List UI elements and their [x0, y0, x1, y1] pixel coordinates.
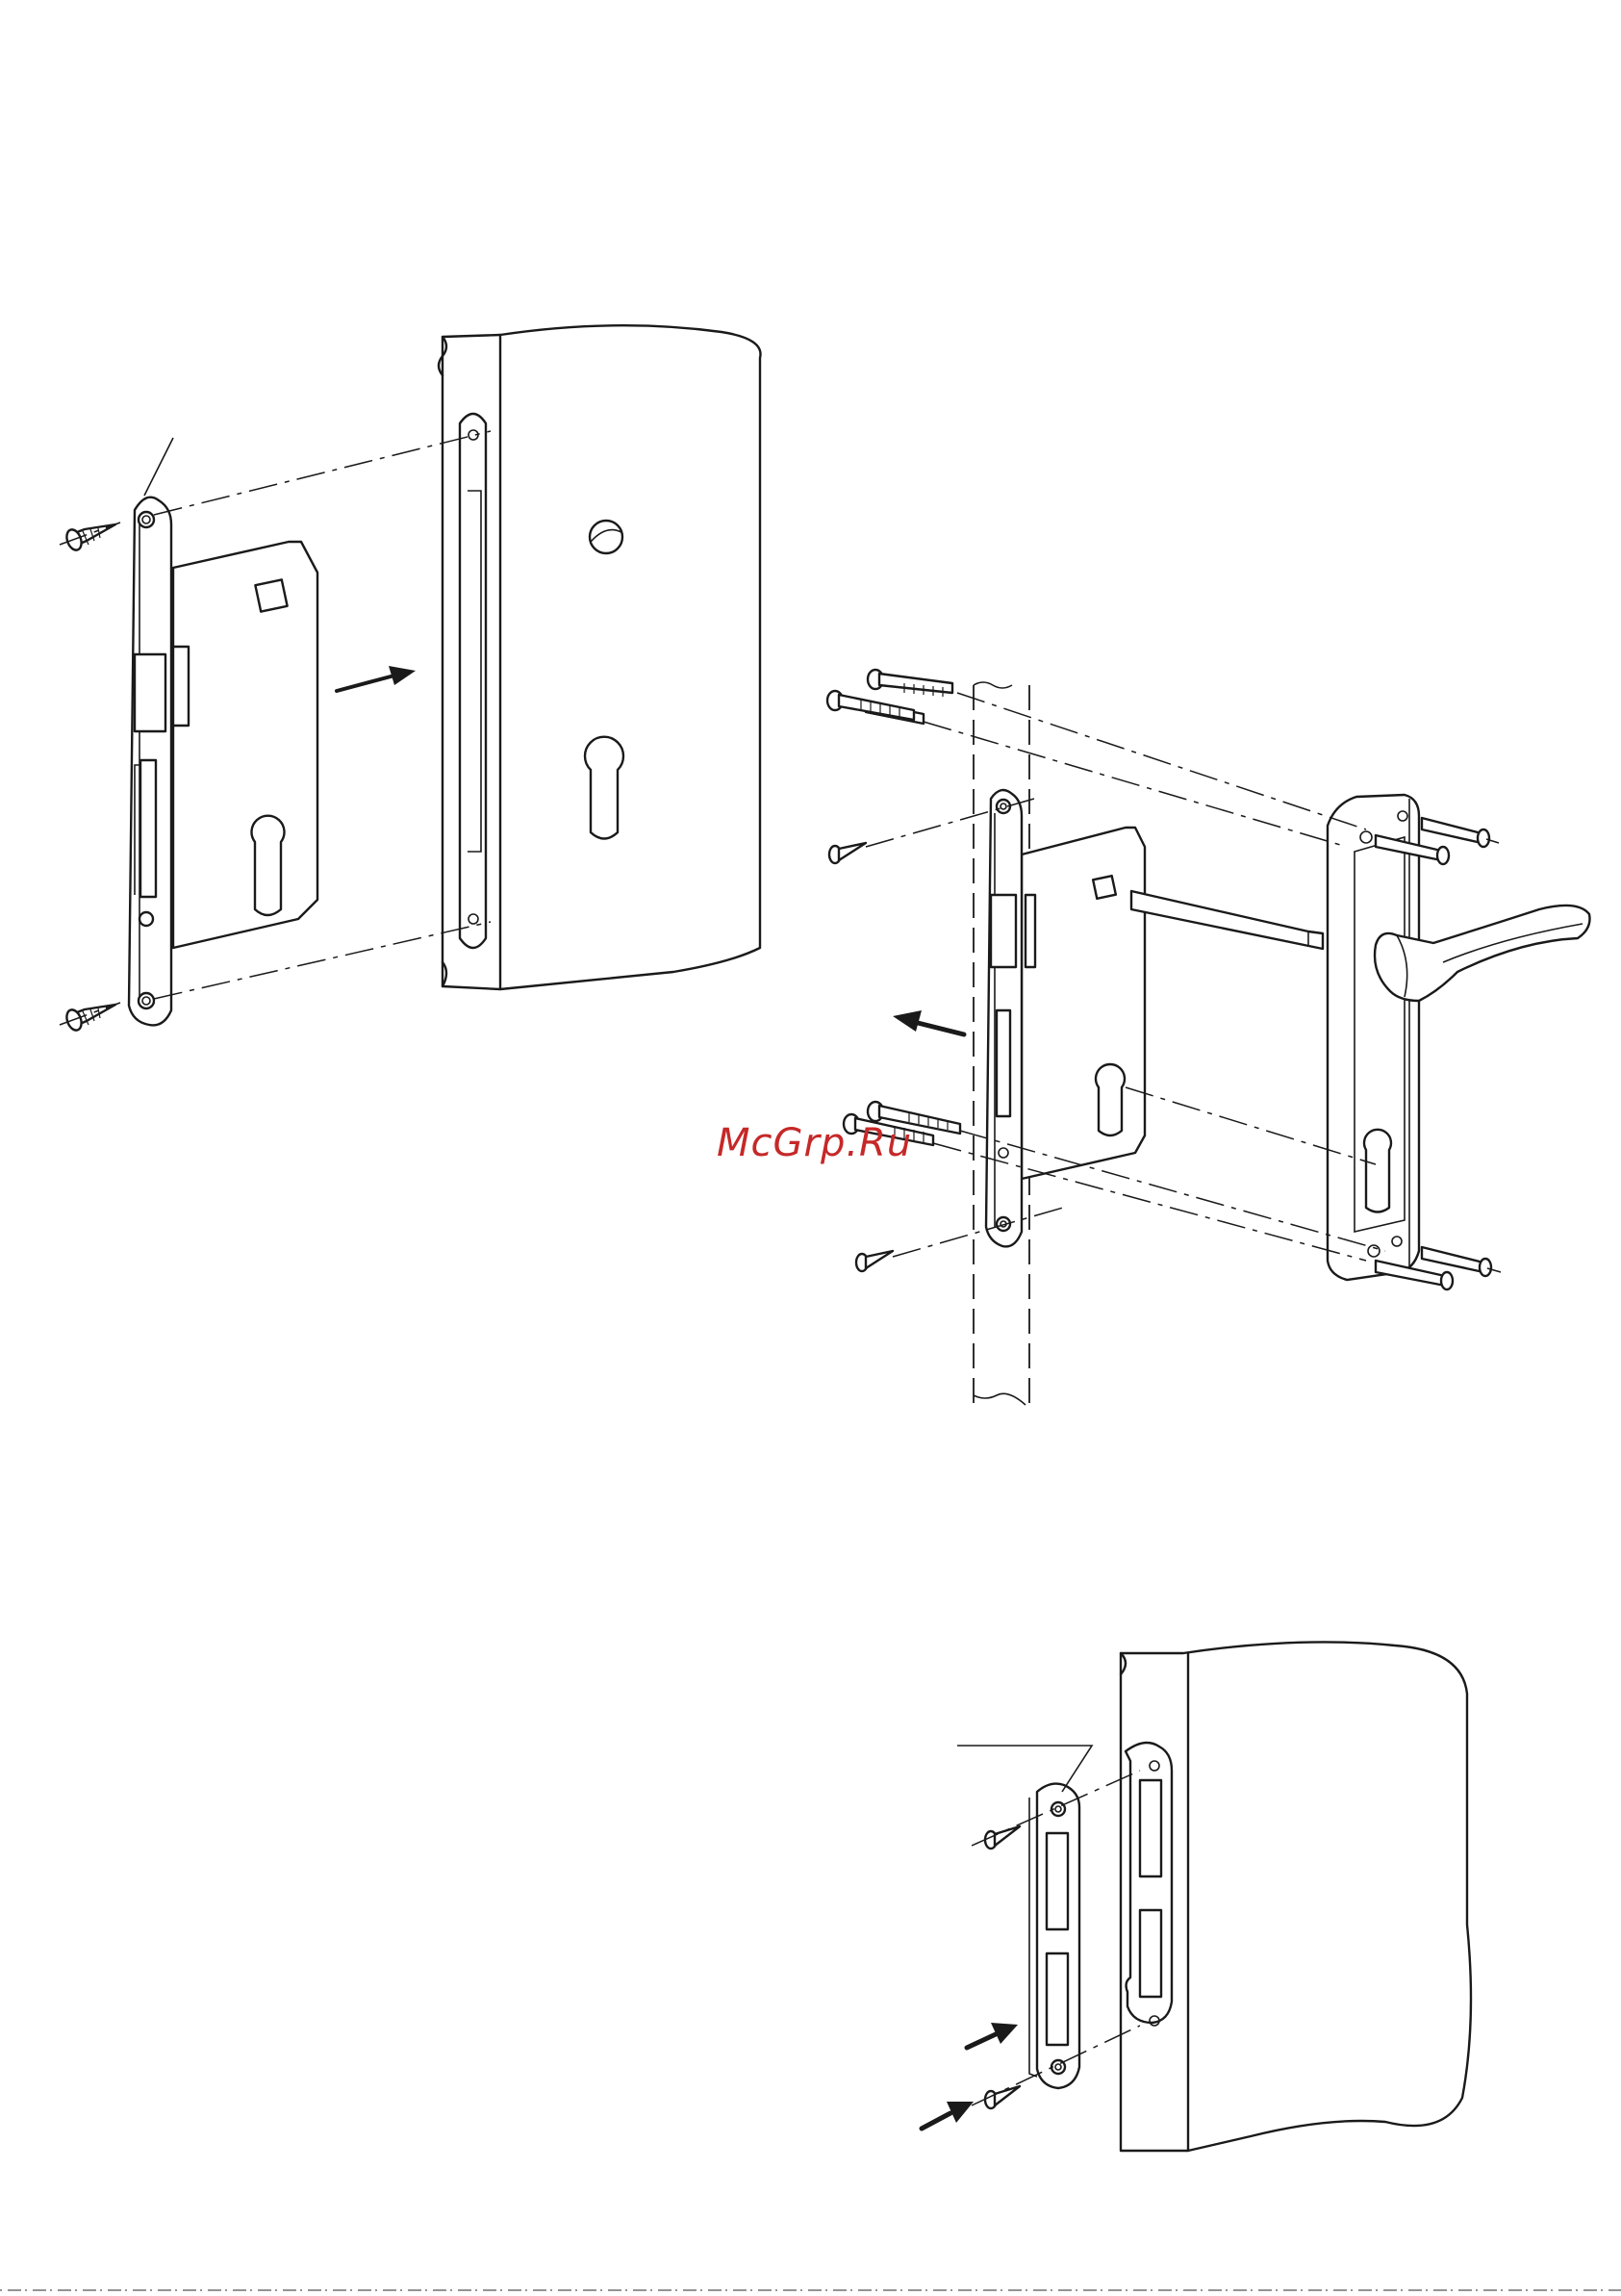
figure-handle-assembly [827, 670, 1590, 1407]
screw-icon [60, 523, 120, 552]
screw-icon [60, 1003, 120, 1033]
mortise-lock [986, 790, 1145, 1246]
screw-icon [856, 1251, 893, 1271]
arrow-icon [922, 2102, 974, 2129]
figure-lock-installation [60, 325, 761, 1033]
figure-strike-plate [922, 1642, 1471, 2151]
handle-plate [1328, 795, 1419, 1280]
watermark: McGrp.Ru [717, 1121, 912, 1165]
door-frame [1121, 1642, 1471, 2151]
arrow-icon [967, 2023, 1018, 2048]
arrow-icon [337, 666, 416, 691]
door-slab [439, 325, 761, 989]
mortise-lock [129, 438, 317, 1025]
strike-plate [957, 1746, 1092, 2088]
spindle-icon [1131, 891, 1323, 949]
arrow-icon [893, 1010, 964, 1034]
bolt-icon [827, 691, 914, 720]
screw-icon [829, 843, 866, 863]
